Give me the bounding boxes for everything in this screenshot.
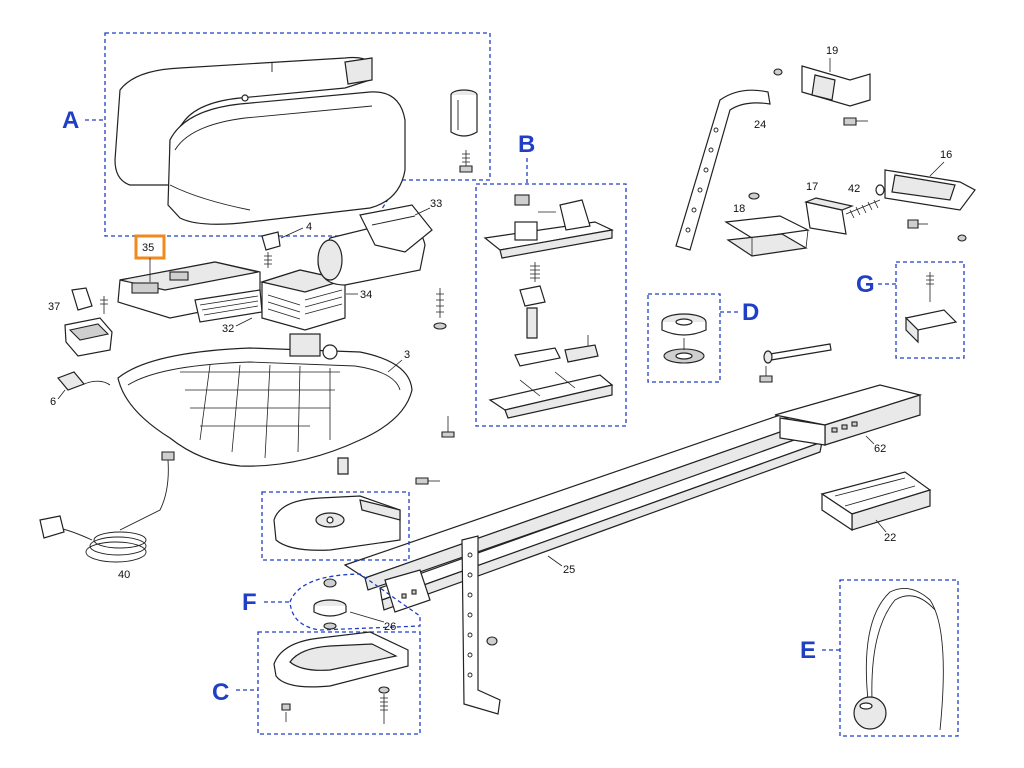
group-b-carriage[interactable]: B bbox=[475, 131, 627, 427]
rail-end-upper[interactable] bbox=[261, 491, 410, 561]
part-3-base[interactable]: 3 bbox=[117, 333, 413, 467]
group-label-g[interactable]: G bbox=[856, 271, 875, 298]
part-label-26: 26 bbox=[384, 621, 396, 633]
hanger-bolt[interactable] bbox=[759, 343, 832, 383]
part-label-24: 24 bbox=[754, 119, 766, 131]
part-6-pad[interactable]: 6 bbox=[50, 371, 111, 408]
part-16-bracket[interactable]: 16 bbox=[875, 149, 976, 242]
part-label-32: 32 bbox=[222, 323, 234, 335]
part-62-rail-joint[interactable]: 62 bbox=[865, 435, 886, 455]
group-label-e[interactable]: E bbox=[800, 637, 816, 664]
part-label-17: 17 bbox=[806, 181, 818, 193]
part-42-spring[interactable]: 42 bbox=[845, 183, 881, 219]
part-label-62: 62 bbox=[874, 443, 886, 455]
cover-screw[interactable] bbox=[459, 150, 473, 173]
group-g-bracket[interactable]: G bbox=[856, 261, 965, 359]
part-label-40: 40 bbox=[118, 569, 130, 581]
hanging-strap[interactable] bbox=[461, 535, 501, 715]
part-label-16: 16 bbox=[940, 149, 952, 161]
part-label-25: 25 bbox=[563, 564, 575, 576]
group-label-c[interactable]: C bbox=[212, 679, 229, 706]
part-18-plate[interactable]: 18 bbox=[724, 192, 810, 257]
part-label-4: 4 bbox=[306, 221, 312, 233]
group-label-b[interactable]: B bbox=[518, 131, 535, 158]
part-label-35: 35 bbox=[142, 242, 154, 254]
part-label-3: 3 bbox=[404, 349, 410, 361]
group-label-d[interactable]: D bbox=[742, 299, 759, 326]
part-24-arm[interactable]: 24 bbox=[675, 89, 771, 251]
part-label-19: 19 bbox=[826, 45, 838, 57]
part-33-motor[interactable]: 33 bbox=[317, 198, 442, 286]
cover-sleeve[interactable] bbox=[450, 89, 478, 137]
part-37-terminal[interactable]: 37 bbox=[48, 287, 113, 357]
part-label-34: 34 bbox=[360, 289, 372, 301]
part-32[interactable]: 32 bbox=[222, 317, 253, 335]
part-40-power-cable[interactable]: 40 bbox=[39, 451, 175, 581]
group-label-a[interactable]: A bbox=[62, 107, 79, 134]
group-f-gear[interactable]: F 26 bbox=[242, 573, 421, 633]
base-screws[interactable] bbox=[337, 288, 455, 485]
part-label-33: 33 bbox=[430, 198, 442, 210]
part-19-bracket[interactable]: 19 bbox=[773, 45, 871, 126]
part-label-6: 6 bbox=[50, 396, 56, 408]
part-22-connector[interactable]: 22 bbox=[820, 471, 932, 544]
group-a-cover[interactable]: A bbox=[62, 32, 491, 237]
part-4-clip[interactable]: 4 bbox=[261, 221, 312, 268]
part-label-18: 18 bbox=[733, 203, 745, 215]
part-label-37: 37 bbox=[48, 301, 60, 313]
group-c-lower-end[interactable]: C bbox=[212, 631, 421, 735]
group-d-pulley[interactable]: D bbox=[647, 293, 759, 383]
part-17-bracket[interactable]: 17 bbox=[803, 181, 855, 235]
part-35-control-board[interactable]: 35 bbox=[117, 234, 263, 323]
group-e-release-cord[interactable]: E bbox=[800, 579, 959, 737]
group-label-f[interactable]: F bbox=[242, 589, 257, 616]
part-label-42: 42 bbox=[848, 183, 860, 195]
part-label-22: 22 bbox=[884, 532, 896, 544]
